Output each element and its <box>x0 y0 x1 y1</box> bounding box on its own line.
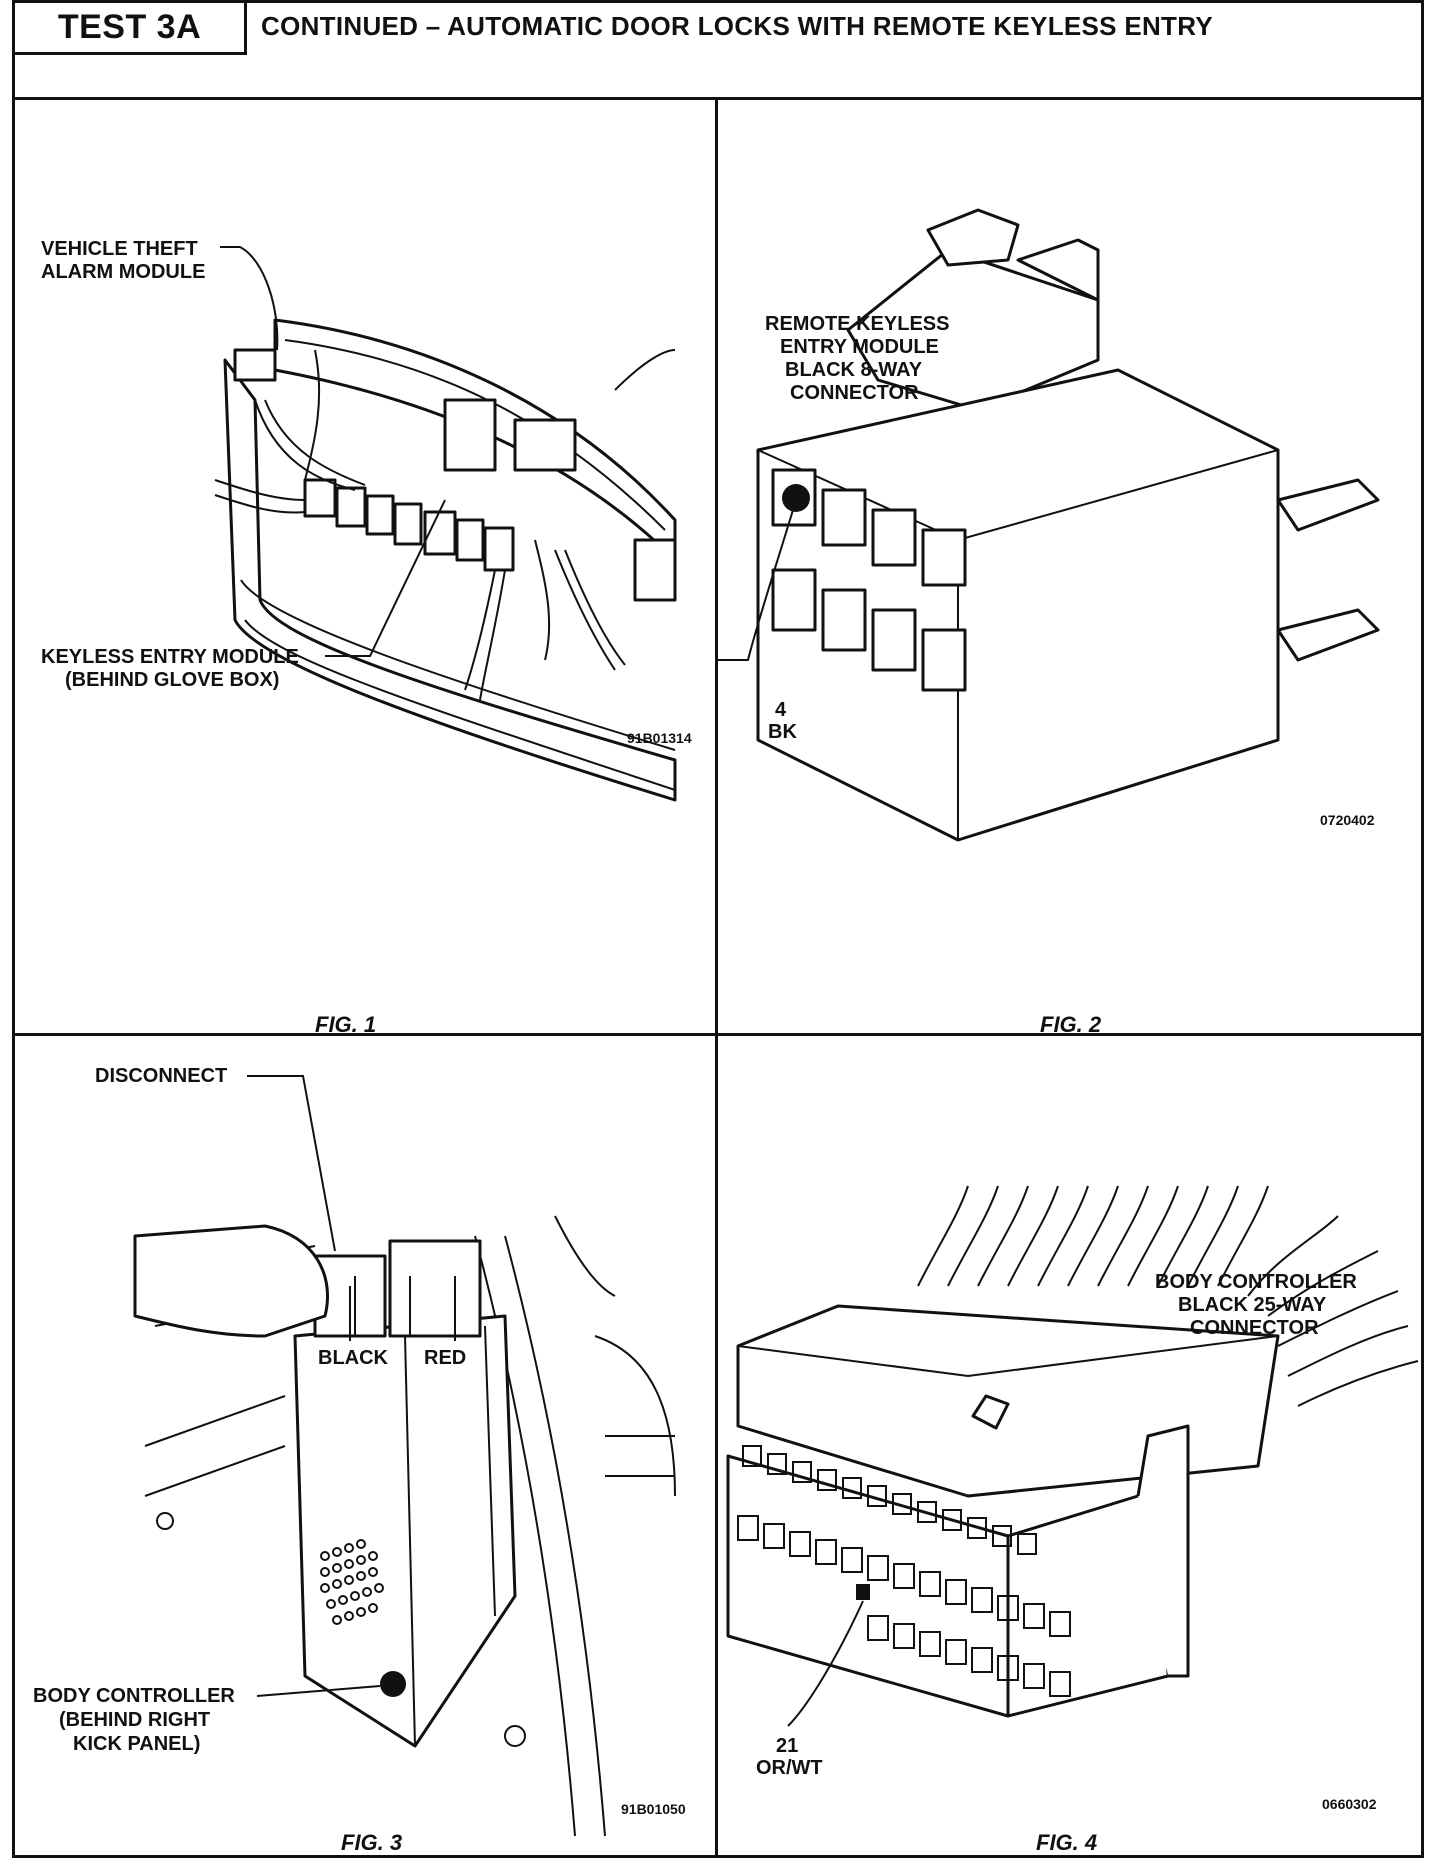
figure-4-panel: BODY CONTROLLER BLACK 25-WAY CONNECTOR 2… <box>718 1036 1424 1858</box>
connector-cluster <box>303 398 677 602</box>
fig2-title-line4: CONNECTOR <box>790 382 919 404</box>
disconnect-leader <box>247 1075 336 1252</box>
pin-4-dot <box>782 484 810 512</box>
figure-2-caption: FIG. 2 <box>1040 1012 1102 1033</box>
body-controller-line2: (BEHIND RIGHT <box>59 1709 211 1731</box>
fig4-title-line2: BLACK 25-WAY <box>1178 1294 1327 1316</box>
hand-shape <box>133 1224 329 1338</box>
cavity-top-row <box>771 468 967 587</box>
pin-4-color: BK <box>768 721 797 743</box>
header-divider <box>15 97 1421 100</box>
fig2-title-line3: BLACK 8-WAY <box>785 359 923 381</box>
eight-way-connector-illustration <box>718 208 1380 842</box>
pin-21-color: OR/WT <box>756 1757 823 1779</box>
theft-module-leader <box>220 246 279 351</box>
figure-1-code: 91B01314 <box>627 730 692 746</box>
cavity-bottom-row <box>771 568 967 692</box>
figure-2-code: 0720402 <box>1320 812 1375 828</box>
dashboard-illustration <box>214 246 677 802</box>
theft-label-line1: VEHICLE THEFT <box>41 238 198 260</box>
vent-holes <box>320 1539 384 1625</box>
twenty-five-way-connector-illustration <box>726 1185 1419 1727</box>
keyless-label-line2: (BEHIND GLOVE BOX) <box>65 669 280 691</box>
cavity-lower-row <box>737 1515 1071 1697</box>
pin-21-leader <box>787 1600 864 1727</box>
figure-3-code: 91B01050 <box>621 1801 686 1817</box>
latch-tab <box>971 1394 1010 1430</box>
figure-1-caption: FIG. 1 <box>315 1012 377 1033</box>
pin-21-number: 21 <box>776 1735 799 1757</box>
pin-4-number: 4 <box>775 699 787 721</box>
pin-4-leader <box>718 499 797 661</box>
fig2-title-line2: ENTRY MODULE <box>780 336 939 358</box>
page-title: CONTINUED – AUTOMATIC DOOR LOCKS WITH RE… <box>261 11 1213 41</box>
vertical-divider <box>715 97 718 1855</box>
figure-3-caption: FIG. 3 <box>341 1830 403 1855</box>
test-label: TEST 3A <box>15 3 247 55</box>
fig4-title-line1: BODY CONTROLLER <box>1155 1271 1357 1293</box>
diagram-page: TEST 3A CONTINUED – AUTOMATIC DOOR LOCKS… <box>12 0 1424 1858</box>
body-controller-dot <box>380 1671 406 1697</box>
figure-1-panel: VEHICLE THEFT ALARM MODULE KEYLESS ENTRY… <box>15 100 715 1033</box>
figure-4-code: 0660302 <box>1322 1796 1377 1812</box>
black-label: BLACK <box>318 1347 388 1369</box>
disconnect-label: DISCONNECT <box>95 1065 228 1087</box>
keyless-module-leader <box>325 499 446 657</box>
figure-3-panel: DISCONNECT BLACK RED BODY CONTROLLER (BE… <box>15 1036 715 1858</box>
body-controller-illustration <box>133 1075 676 1837</box>
figure-4-caption: FIG. 4 <box>1036 1830 1098 1855</box>
horizontal-divider <box>15 1033 1421 1036</box>
keyless-label-line1: KEYLESS ENTRY MODULE <box>41 646 299 668</box>
theft-label-line2: ALARM MODULE <box>41 261 206 283</box>
cavity-upper-row <box>742 1445 1037 1555</box>
figure-2-panel: REMOTE KEYLESS ENTRY MODULE BLACK 8-WAY … <box>718 100 1424 1033</box>
body-controller-line1: BODY CONTROLLER <box>33 1685 235 1707</box>
red-label: RED <box>424 1347 467 1369</box>
red-connector <box>388 1239 482 1338</box>
body-controller-line3: KICK PANEL) <box>73 1733 201 1755</box>
fig2-title-line1: REMOTE KEYLESS <box>765 313 950 335</box>
pin-21-dot <box>856 1584 870 1600</box>
fig4-title-line3: CONNECTOR <box>1190 1317 1319 1339</box>
wire-bundle <box>917 1185 1419 1407</box>
body-controller-leader <box>256 1685 381 1697</box>
